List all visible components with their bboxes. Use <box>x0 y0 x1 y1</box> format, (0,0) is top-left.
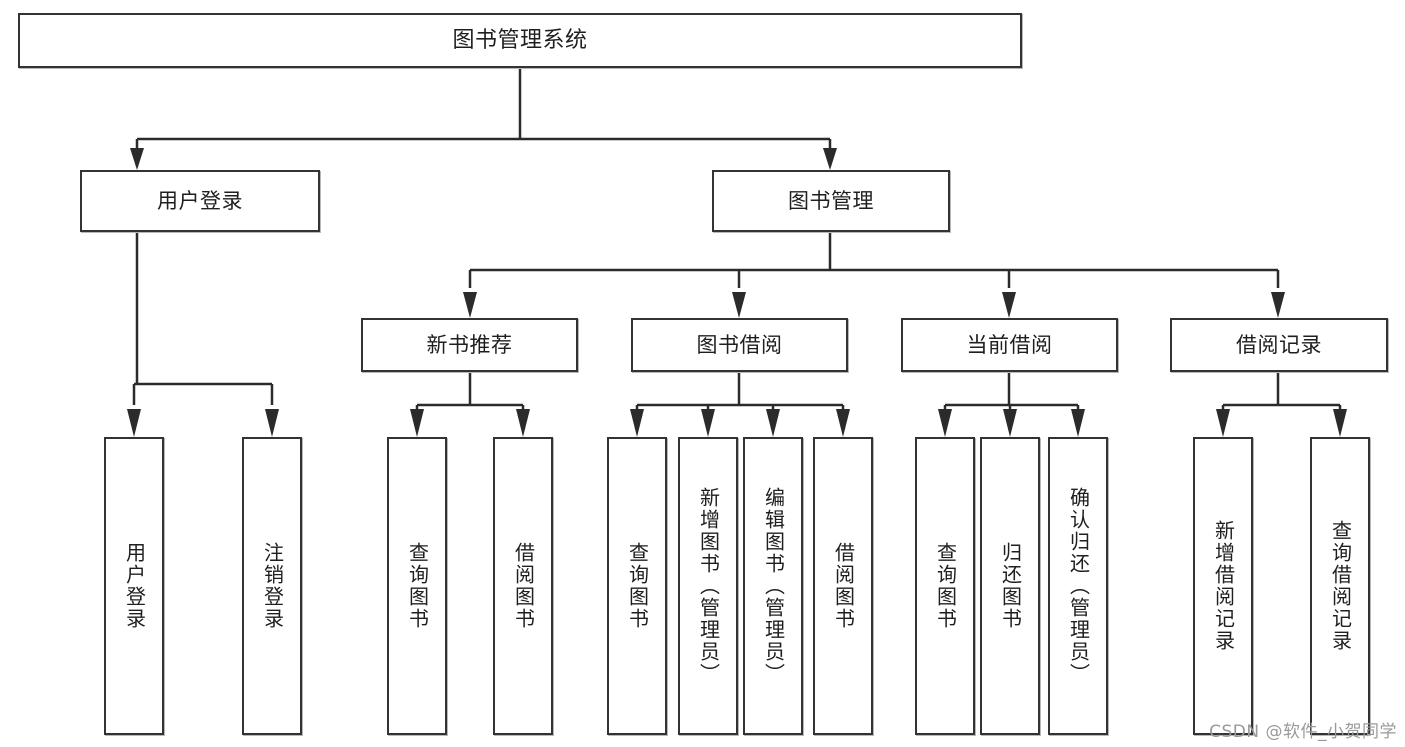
arrow-leaf-bb-2 <box>701 409 715 437</box>
node-book-borrow[interactable]: 图书借阅 <box>631 318 848 372</box>
node-new-book-recommend-label: 新书推荐 <box>426 332 513 357</box>
node-current-borrow[interactable]: 当前借阅 <box>901 318 1118 372</box>
node-borrow-record-label: 借阅记录 <box>1236 332 1322 357</box>
arrow-leaf-nb-1 <box>410 409 424 437</box>
leaf-label: 注销登录 <box>260 542 285 630</box>
node-user-login-label: 用户登录 <box>157 188 243 213</box>
leaf-label: 查询图书 <box>405 542 430 630</box>
leaf-label: 新增图书（管理员） <box>696 487 721 685</box>
watermark: CSDN @软件_小贺同学 <box>1209 722 1397 742</box>
arrow-to-bookmgr <box>823 148 837 170</box>
leaf-label: 编辑图书（管理员） <box>761 487 786 685</box>
leaf-book-borrow-query[interactable]: 查询图书 <box>607 437 667 735</box>
leaf-user-login-logout[interactable]: 注销登录 <box>242 437 302 735</box>
leaf-label: 新增借阅记录 <box>1211 520 1236 652</box>
arrow-to-newbook <box>463 292 477 318</box>
node-borrow-record[interactable]: 借阅记录 <box>1170 318 1388 372</box>
arrow-leaf-bb-3 <box>766 409 780 437</box>
node-book-management-label: 图书管理 <box>788 188 874 213</box>
arrow-to-bookborrow <box>732 292 746 318</box>
arrow-leaf-bb-4 <box>836 409 850 437</box>
leaf-borrow-record-query[interactable]: 查询借阅记录 <box>1310 437 1370 735</box>
node-book-management[interactable]: 图书管理 <box>712 170 950 232</box>
arrow-to-userlogin <box>130 148 144 170</box>
leaf-label: 归还图书 <box>998 542 1023 630</box>
arrow-leaf-ul-1 <box>127 409 141 437</box>
node-new-book-recommend[interactable]: 新书推荐 <box>361 318 578 372</box>
leaf-label: 查询图书 <box>933 542 958 630</box>
leaf-new-book-borrow[interactable]: 借阅图书 <box>493 437 553 735</box>
node-user-login[interactable]: 用户登录 <box>80 170 320 232</box>
leaf-label: 用户登录 <box>122 542 147 630</box>
arrow-leaf-cb-1 <box>938 409 952 437</box>
node-root[interactable]: 图书管理系统 <box>18 13 1022 68</box>
leaf-label: 确认归还（管理员） <box>1066 487 1091 685</box>
leaf-label: 借阅图书 <box>511 542 536 630</box>
leaf-book-borrow-edit[interactable]: 编辑图书（管理员） <box>743 437 803 735</box>
arrow-to-borrowrecord <box>1271 292 1285 318</box>
arrow-leaf-br-2 <box>1333 409 1347 437</box>
arrow-to-currentborrow <box>1002 292 1016 318</box>
arrow-leaf-ul-2 <box>265 409 279 437</box>
leaf-user-login-login[interactable]: 用户登录 <box>104 437 164 735</box>
arrow-leaf-cb-2 <box>1003 409 1017 437</box>
arrow-leaf-nb-2 <box>516 409 530 437</box>
leaf-label: 查询图书 <box>625 542 650 630</box>
arrow-leaf-bb-1 <box>630 409 644 437</box>
leaf-current-borrow-confirm[interactable]: 确认归还（管理员） <box>1048 437 1108 735</box>
leaf-book-borrow-borrow[interactable]: 借阅图书 <box>813 437 873 735</box>
leaf-current-borrow-return[interactable]: 归还图书 <box>980 437 1040 735</box>
node-root-label: 图书管理系统 <box>452 27 588 53</box>
leaf-label: 借阅图书 <box>831 542 856 630</box>
arrow-leaf-cb-3 <box>1071 409 1085 437</box>
leaf-current-borrow-query[interactable]: 查询图书 <box>915 437 975 735</box>
leaf-book-borrow-add[interactable]: 新增图书（管理员） <box>678 437 738 735</box>
node-current-borrow-label: 当前借阅 <box>966 332 1053 357</box>
arrow-leaf-br-1 <box>1216 409 1230 437</box>
leaf-new-book-query[interactable]: 查询图书 <box>387 437 447 735</box>
leaf-borrow-record-add[interactable]: 新增借阅记录 <box>1193 437 1253 735</box>
leaf-label: 查询借阅记录 <box>1328 520 1353 652</box>
node-book-borrow-label: 图书借阅 <box>696 332 783 357</box>
